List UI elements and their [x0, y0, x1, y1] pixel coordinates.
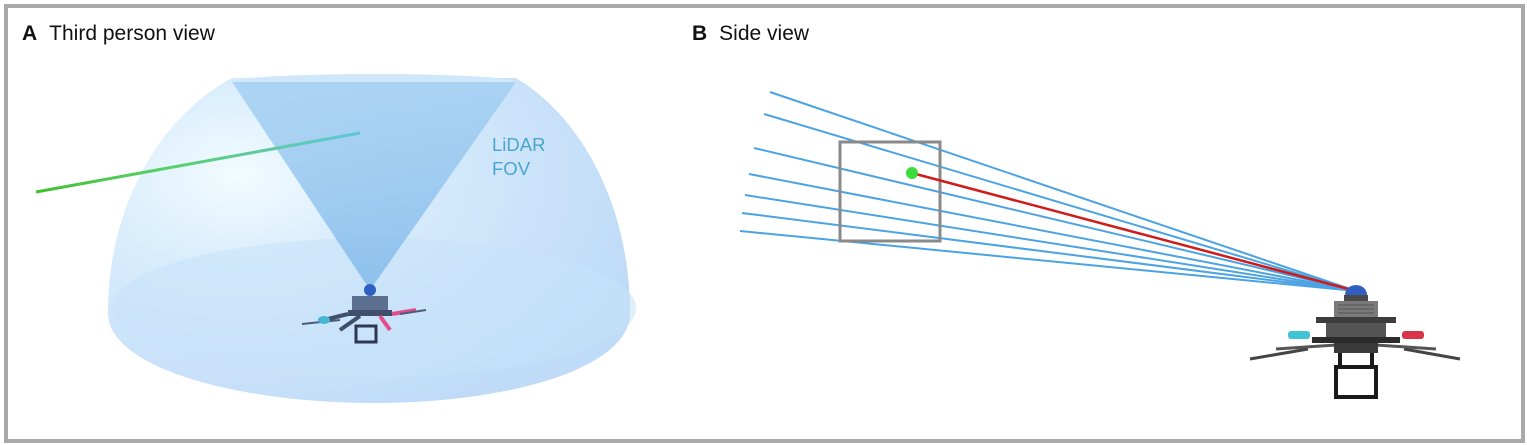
- panel-b-title: Side view: [719, 22, 810, 45]
- lidar-sensor-icon: [1345, 285, 1367, 295]
- ray-b-7: [739, 230, 1357, 292]
- scene-canvas: [35, 74, 1461, 403]
- ray-b-4: [748, 173, 1357, 292]
- panel-a-scene: [35, 74, 636, 403]
- fov-label-line1: LiDAR: [492, 134, 546, 155]
- hit-ray: [911, 171, 1357, 293]
- panel-b-scene: [739, 91, 1461, 399]
- drone-icon: [301, 284, 427, 344]
- figure-frame: A Third person view B Side view: [4, 4, 1525, 443]
- panel-a-title: Third person view: [49, 22, 215, 45]
- lidar-sensor-icon: [364, 284, 376, 296]
- ray-a: [35, 131, 361, 194]
- panel-b-label: B Side view: [692, 22, 809, 46]
- fov-cone: [232, 82, 516, 290]
- ray-b-5: [744, 194, 1357, 292]
- ray-b-1: [769, 91, 1357, 292]
- hit-point: [906, 167, 918, 179]
- panel-b-letter: B: [692, 22, 708, 45]
- ray-b-3: [753, 147, 1357, 292]
- lidar-rays: [739, 91, 1357, 292]
- panel-a-label: A Third person view: [22, 22, 215, 46]
- drone-icon: [1249, 285, 1461, 399]
- fov-label: LiDAR FOV: [492, 133, 545, 181]
- fov-label-line2: FOV: [492, 158, 531, 179]
- ray-b-6: [741, 212, 1357, 292]
- panel-a-letter: A: [22, 22, 38, 45]
- obstacle-box: [838, 140, 942, 243]
